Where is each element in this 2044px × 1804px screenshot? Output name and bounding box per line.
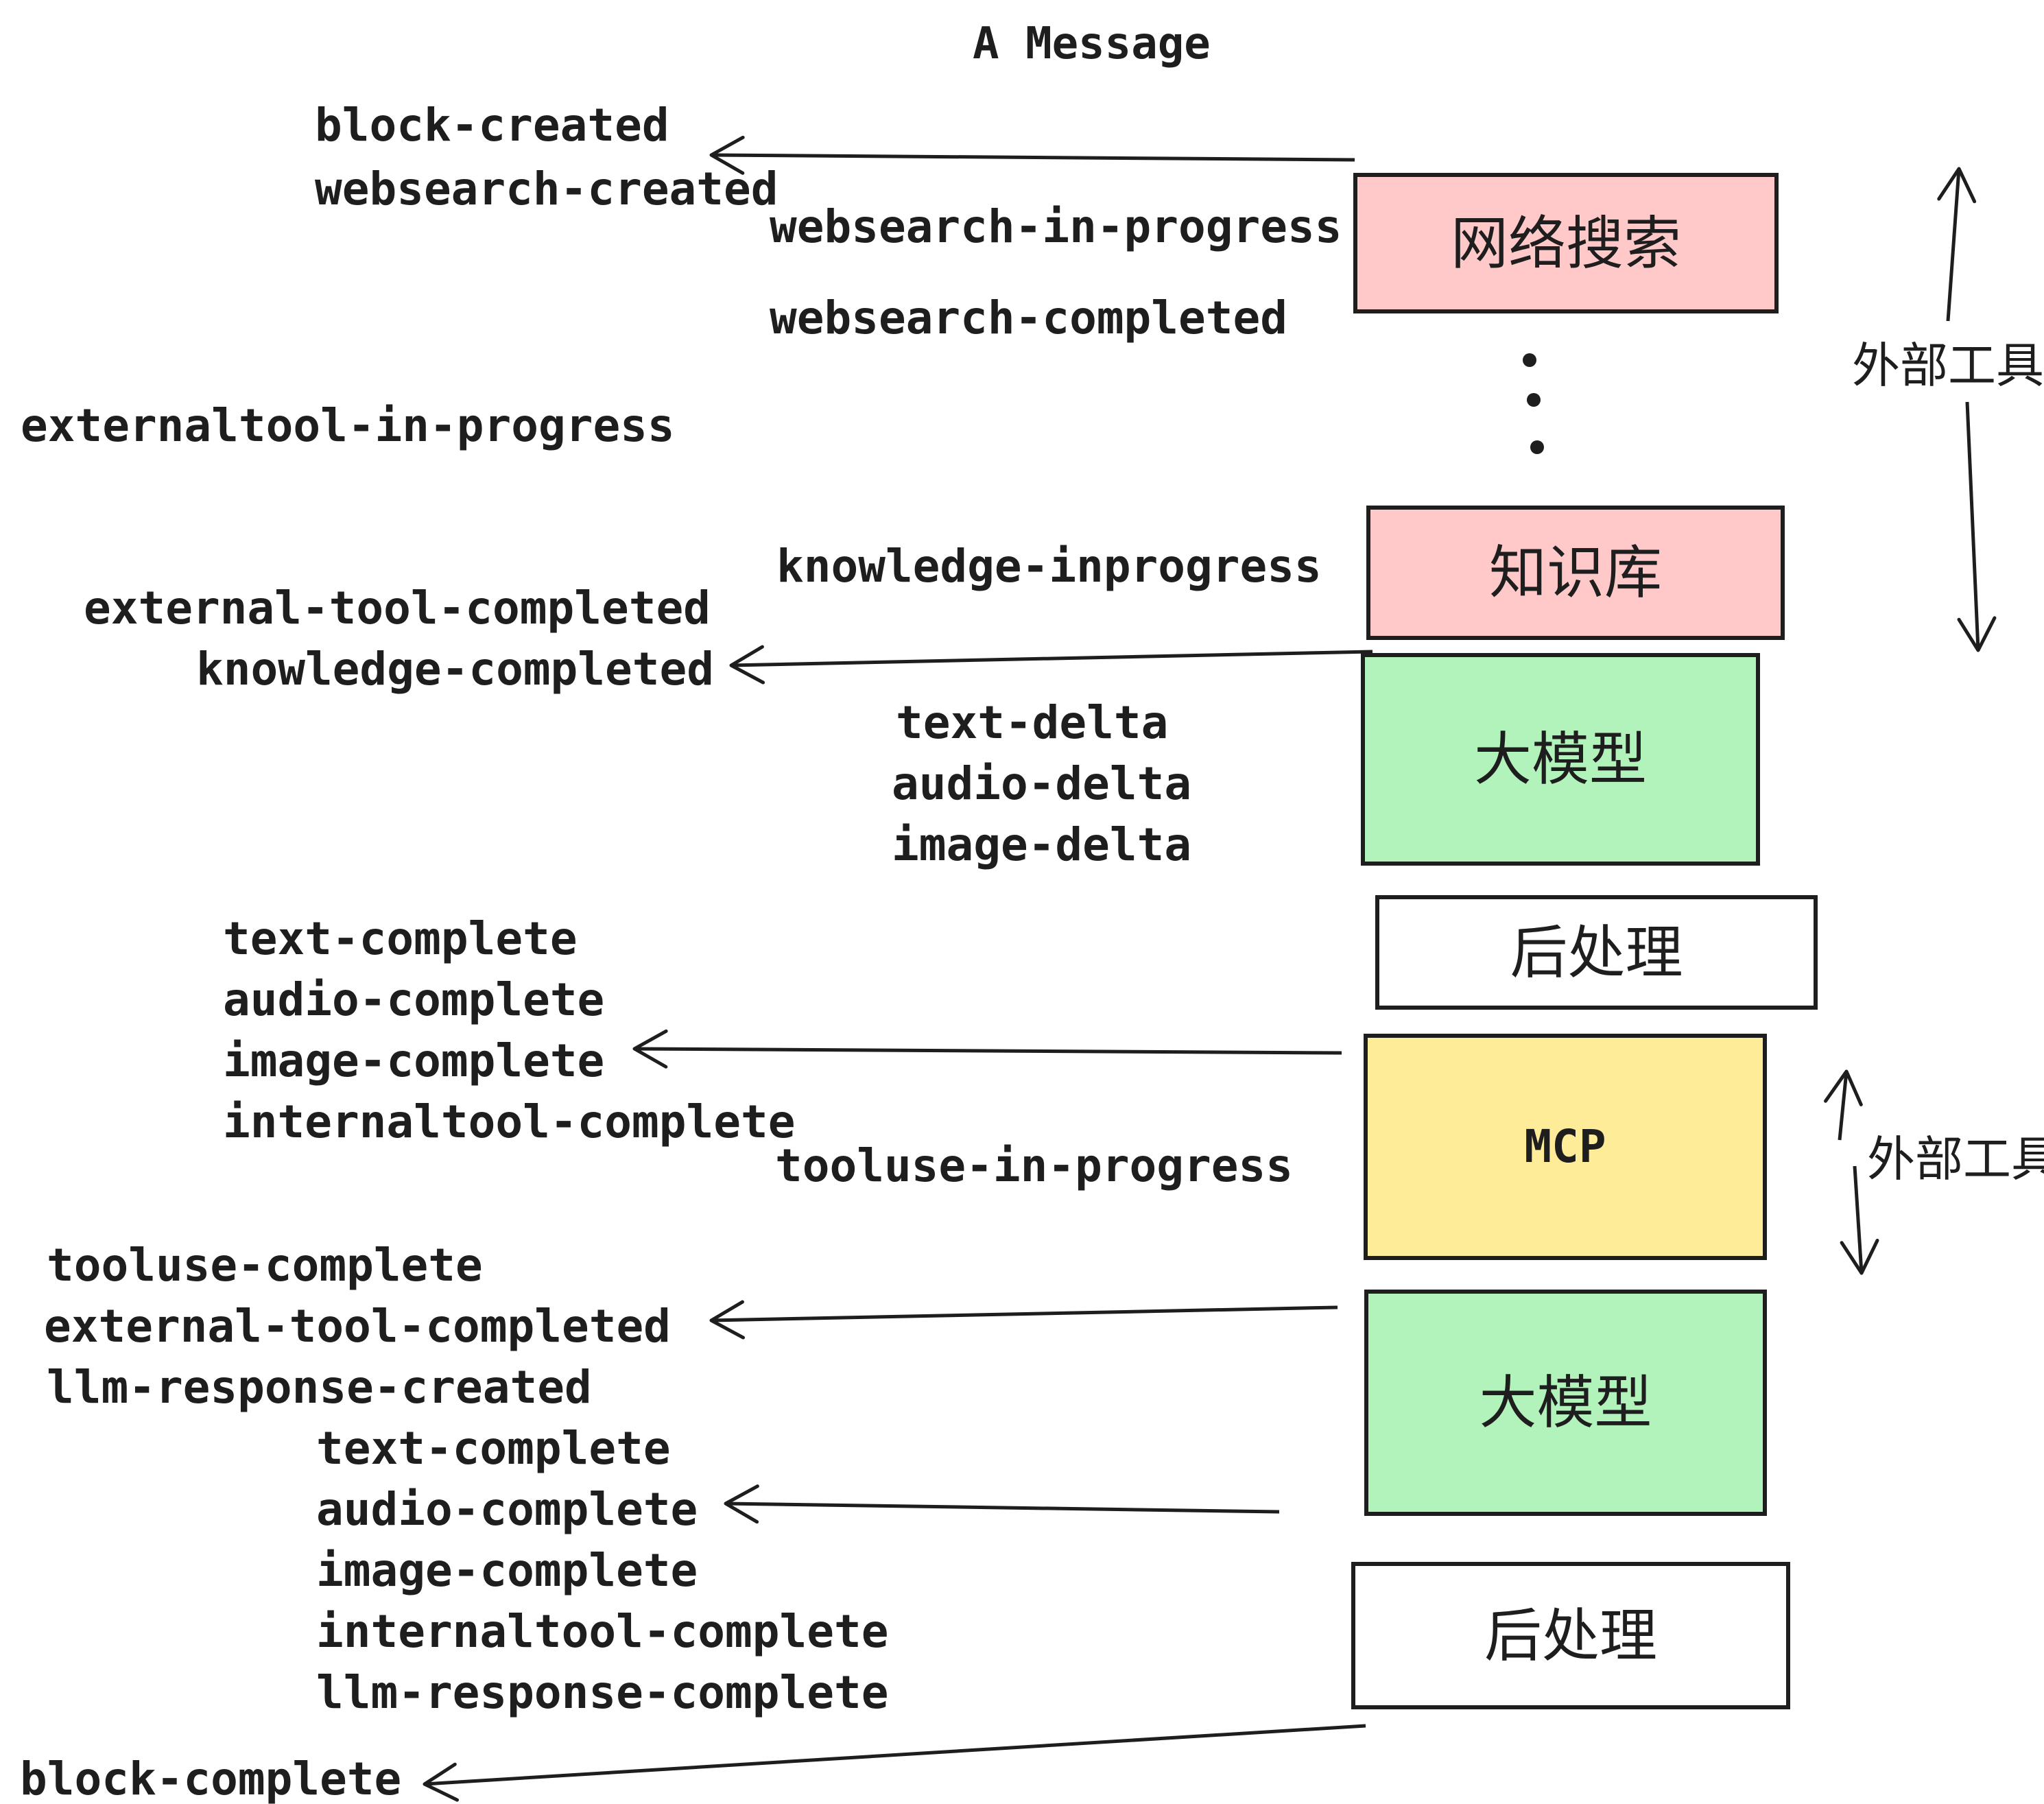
event-label-websearch-completed: websearch-completed [770,292,1287,344]
event-arrow-1 [709,135,1355,175]
annotation-external-tools-2: 外部工具 [1867,1131,2044,1187]
box-postprocess-1: 后处理 [1375,895,1818,1010]
event-label-image-delta: image-delta [892,818,1192,871]
box-label-llm-2: 大模型 [1479,1369,1652,1436]
event-label-internaltool-complete: internaltool-complete [316,1605,889,1658]
box-websearch: 网络搜索 [1353,173,1779,313]
box-label-llm-1: 大模型 [1473,726,1647,793]
box-label-websearch: 网络搜索 [1450,209,1681,277]
box-knowledge: 知识库 [1366,506,1785,640]
event-arrow-5 [724,1484,1280,1524]
event-label-tooluse-complete: tooluse-complete [47,1239,483,1292]
event-label-internaltool-complete: internaltool-complete [223,1095,796,1148]
event-label-image-complete: image-complete [223,1034,605,1087]
box-llm-1: 大模型 [1361,653,1760,866]
external-tools-arrow-down-2 [1957,401,1997,652]
event-label-websearch-in-progress: websearch-in-progress [770,200,1342,253]
event-label-llm-response-created: llm-response-created [47,1361,592,1414]
event-label-block-created: block-created [315,99,669,152]
event-arrow-2 [729,645,1373,685]
event-label-text-complete: text-complete [316,1422,671,1475]
box-label-postprocess-2: 后处理 [1484,1602,1657,1670]
event-label-audio-complete: audio-complete [316,1483,698,1536]
event-label-llm-response-complete: llm-response-complete [316,1666,889,1719]
event-label-image-complete: image-complete [316,1544,698,1597]
event-label-tooluse-in-progress: tooluse-in-progress [775,1139,1293,1192]
event-arrow-4 [709,1300,1338,1340]
diagram-title: A Message [973,19,1211,69]
external-tools-arrow-up-1 [1937,167,1977,322]
event-label-knowledge-inprogress: knowledge-inprogress [776,540,1322,593]
ellipsis-dot-2 [1527,393,1541,407]
box-label-postprocess-1: 后处理 [1510,918,1683,986]
external-tools-arrow-down-4 [1840,1165,1879,1275]
box-llm-2: 大模型 [1364,1290,1767,1516]
event-label-audio-complete: audio-complete [223,973,605,1026]
ellipsis-dot-1 [1523,353,1536,367]
box-postprocess-2: 后处理 [1351,1562,1790,1709]
box-label-mcp: MCP [1524,1120,1606,1173]
box-label-knowledge: 知识库 [1488,539,1662,606]
event-label-websearch-created: websearch-created [315,163,779,215]
event-label-text-delta: text-delta [896,696,1169,749]
event-label-block-complete: block-complete [20,1753,402,1804]
event-label-audio-delta: audio-delta [892,757,1192,810]
event-label-external-tool-completed: external-tool-completed [84,582,711,634]
event-label-knowledge-completed: knowledge-completed [196,643,714,696]
box-mcp: MCP [1364,1034,1767,1260]
event-arrow-3 [632,1029,1342,1069]
event-label-external-tool-completed: external-tool-completed [44,1300,671,1353]
annotation-external-tools-1: 外部工具 [1852,337,2044,394]
event-arrow-6 [423,1724,1366,1802]
event-label-text-complete: text-complete [223,912,578,965]
external-tools-arrow-up-3 [1824,1069,1863,1141]
event-label-externaltool-in-progress: externaltool-in-progress [21,399,675,452]
ellipsis-dot-3 [1530,440,1544,454]
